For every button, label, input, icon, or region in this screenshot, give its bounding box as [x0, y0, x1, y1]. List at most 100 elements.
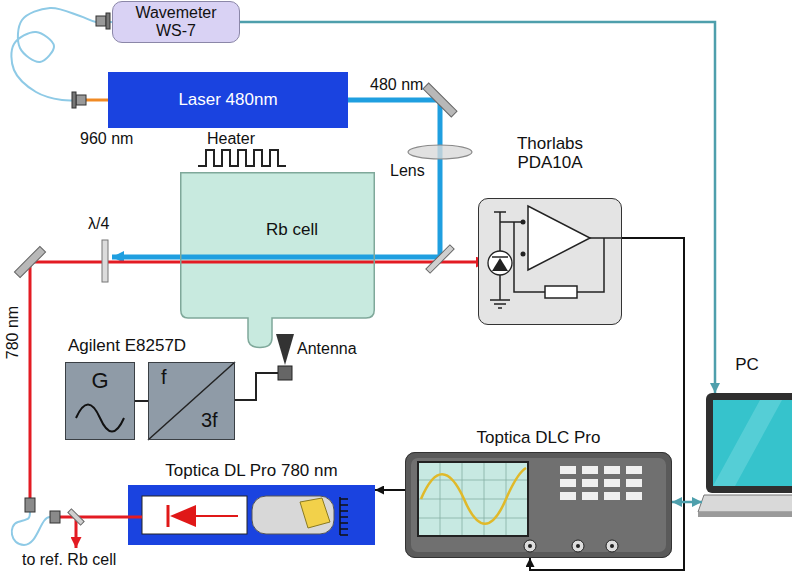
- diode-lead: [196, 515, 238, 517]
- wavelength-label: 960 nm: [80, 130, 133, 148]
- laser-780-head: Toptica DL Pro 780 nm: [128, 485, 375, 545]
- antenna-cable: [235, 373, 278, 400]
- photodetector-box: Thorlabs PDA10A: [478, 198, 622, 325]
- controller-body: [405, 452, 672, 558]
- opamp-symbol: [528, 206, 590, 270]
- key: [582, 466, 598, 474]
- fiber-connector: [106, 13, 110, 29]
- box-label: Laser 480nm: [178, 90, 277, 110]
- beam-note: to ref. Rb cell: [22, 551, 116, 569]
- keypad: [560, 466, 642, 500]
- detector-housing: [478, 198, 622, 325]
- bnc-jack: [610, 544, 614, 548]
- bnc-jack: [524, 540, 536, 552]
- box-label: G: [66, 368, 134, 393]
- photodiode-symbol: [492, 258, 508, 271]
- laser-head-body: [128, 485, 375, 545]
- lens-symbol: [408, 145, 472, 159]
- instrument-label: Agilent E8257D: [68, 336, 186, 356]
- cell-outline: [181, 173, 375, 348]
- box-label: f: [161, 366, 167, 389]
- wavelength-label: 780 nm: [4, 307, 22, 359]
- wavelength-label: 480 nm: [370, 76, 423, 94]
- box-label: 3f: [201, 409, 218, 432]
- instrument-heading: PC: [735, 355, 759, 375]
- screen-reflection: [713, 400, 782, 486]
- bnc-jack: [528, 544, 532, 548]
- output-wire: [590, 237, 622, 239]
- key: [604, 479, 620, 487]
- cell-outline: [180, 172, 375, 349]
- fiber-connector: [96, 16, 106, 26]
- bnc-jack: [576, 544, 580, 548]
- heater-coil: [198, 150, 286, 166]
- laptop-base: [698, 512, 792, 517]
- bnc-jack: [572, 540, 584, 552]
- part-label: Heater: [207, 130, 255, 148]
- photodiode-symbol: [488, 251, 512, 275]
- laptop-base: [698, 495, 792, 512]
- part-label: λ/4: [88, 215, 109, 233]
- laptop-frame: [706, 393, 792, 493]
- box-label: Wavemeter WS-7: [130, 4, 222, 39]
- part-label: Lens: [390, 162, 425, 180]
- laser-480-box: Laser 480nm: [108, 72, 348, 128]
- screen-grid: [419, 463, 527, 535]
- multiplier-body: [148, 362, 235, 440]
- antenna-symbol: [276, 334, 294, 365]
- rb-cell: Rb cell: [180, 172, 375, 349]
- frequency-multiplier: f 3f: [148, 362, 235, 440]
- diode-symbol: [167, 505, 170, 527]
- sine-symbol: [76, 405, 124, 432]
- divider-line: [148, 362, 235, 440]
- key: [626, 479, 642, 487]
- laser-controller: Toptica DLC Pro: [405, 452, 672, 558]
- diode-mount: [142, 496, 247, 534]
- bias-wire: [494, 212, 523, 251]
- controller-panel: [411, 458, 666, 552]
- instrument-heading: Toptica DL Pro 780 nm: [165, 461, 337, 481]
- box-label: Rb cell: [266, 220, 318, 240]
- key: [582, 479, 598, 487]
- fiber-connector: [76, 95, 86, 105]
- ground-symbol: [490, 275, 510, 308]
- fiber-connector: [72, 92, 76, 108]
- generator-box: G: [65, 362, 135, 440]
- optical-fiber: [11, 8, 112, 101]
- key: [560, 466, 576, 474]
- instrument-heading: Toptica DLC Pro: [477, 428, 601, 448]
- bnc-jack: [606, 540, 618, 552]
- control-wire: [375, 489, 405, 491]
- optical-fiber: [12, 512, 50, 545]
- beam-splitter: [68, 509, 84, 525]
- data-cable: [672, 501, 702, 504]
- cell-glass: [181, 173, 375, 348]
- generator-body: [65, 362, 135, 440]
- key: [626, 492, 642, 500]
- feedback-wire: [514, 222, 604, 292]
- key: [626, 466, 642, 474]
- waveplate: [102, 240, 108, 282]
- photodiode-symbol: [492, 256, 508, 258]
- controller-screen: [418, 462, 528, 536]
- resistor-symbol: [545, 286, 577, 298]
- rf-cable: [135, 400, 148, 402]
- dichroic-mirror: [426, 245, 454, 273]
- wavemeter-box: Wavemeter WS-7: [112, 1, 240, 43]
- grating-symbol: [300, 498, 330, 528]
- signal-wire: [530, 238, 684, 570]
- input-dot: [521, 252, 526, 257]
- mirror: [423, 83, 457, 117]
- laptop-screen: [713, 400, 792, 486]
- key: [582, 492, 598, 500]
- key: [560, 492, 576, 500]
- orange-fiber: [86, 99, 108, 102]
- mirror: [14, 246, 45, 277]
- key: [604, 466, 620, 474]
- heat-sink: [340, 497, 348, 535]
- key: [560, 479, 576, 487]
- diode-symbol: [170, 505, 196, 527]
- pc-laptop: PC: [702, 393, 792, 518]
- antenna-connector: [278, 366, 292, 380]
- instrument-heading: Thorlabs PDA10A: [505, 134, 595, 173]
